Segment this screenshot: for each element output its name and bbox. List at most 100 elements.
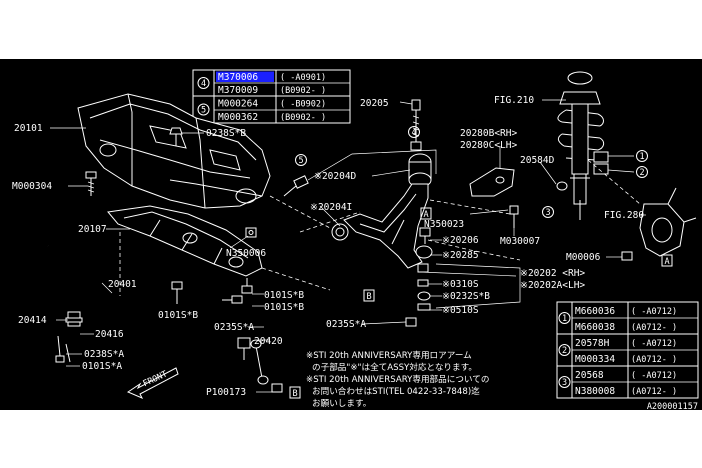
label-0101s-a[interactable]: 0101S*A (82, 361, 122, 372)
label-20584d[interactable]: 20584D (520, 155, 555, 166)
legend-range-m000362: (B0902- ) (280, 113, 326, 123)
bolt-m000304-icon (85, 171, 97, 196)
label-0238s-a[interactable]: 0238S*A (84, 349, 124, 360)
callout-circle-5: 5 (295, 154, 307, 166)
label-20280b[interactable]: 20280B<RH> (460, 128, 517, 139)
callout-circle-1: 1 (636, 150, 648, 162)
label-20416[interactable]: 20416 (95, 329, 124, 340)
label-20206[interactable]: ※20206 (442, 235, 479, 246)
label-20414[interactable]: 20414 (18, 315, 47, 326)
legend-range-n380008: (A0712- ) (631, 387, 677, 397)
legend-range-20568: ( -A0712) (631, 371, 677, 381)
label-20107[interactable]: 20107 (78, 224, 107, 235)
label-fig280[interactable]: FIG.280 (604, 210, 644, 221)
label-0101s-b-2[interactable]: 0101S*B (264, 302, 304, 313)
label-20280c[interactable]: 20280C<LH> (460, 140, 517, 151)
legend-part-m000264[interactable]: M000264 (218, 99, 258, 110)
circle-4-icon (197, 77, 210, 89)
legend-bottom-circle-2: 2 (562, 346, 567, 356)
legend-range-m370009: (B0902- ) (280, 86, 326, 96)
label-20401[interactable]: 20401 (108, 279, 137, 290)
legend-part-m000362[interactable]: M000362 (218, 112, 258, 123)
bolt-item5-icon (283, 175, 309, 197)
label-p100173[interactable]: P100173 (206, 387, 246, 398)
legend-range-m370006: ( -A0901) (280, 73, 326, 83)
label-0235s-a-2[interactable]: 0235S*A (326, 319, 366, 330)
bolts-left (85, 127, 309, 304)
label-0510s[interactable]: ※0510S (442, 305, 479, 316)
legend-range-m660038: (A0712- ) (631, 323, 677, 333)
legend-range-m000334: (A0712- ) (631, 355, 677, 365)
legend-top-circle-4: 4 (201, 79, 206, 89)
legend-range-20578h: ( -A0712) (631, 339, 677, 349)
legend-part-m000334[interactable]: M000334 (575, 354, 615, 365)
selected-part-highlight (216, 71, 274, 82)
label-0101s-b-3[interactable]: 0101S*B (158, 310, 198, 321)
label-0235s-a-1[interactable]: 0235S*A (214, 322, 254, 333)
legend-range-m660036: ( -A0712) (631, 307, 677, 317)
bracket-20280b-drawing (469, 167, 519, 228)
label-20202a[interactable]: ※20202A<LH> (520, 280, 585, 291)
ref-box-a-2: A (661, 254, 673, 267)
label-m000304[interactable]: M000304 (12, 181, 52, 192)
legend-part-m370006[interactable]: M370006 (218, 72, 258, 83)
notes-block: ※STI 20th ANNIVERSARY専用ロアアーム の子部品"※"は全てA… (306, 349, 489, 409)
label-20202[interactable]: ※20202 <RH> (520, 268, 585, 279)
bushing-20204d-icon (408, 153, 432, 188)
crossmember-drawing (77, 93, 271, 209)
legend-part-20578h[interactable]: 20578H (575, 338, 610, 349)
label-20205[interactable]: 20205 (360, 98, 389, 109)
circle-2-icon (558, 344, 571, 356)
label-0232s-b[interactable]: ※0232S*B (442, 291, 490, 302)
label-0310s[interactable]: ※0310S (442, 279, 479, 290)
ball-joint-drawing (405, 227, 433, 327)
ref-box-b-1-text: B (366, 292, 371, 302)
legend-part-m660038[interactable]: M660038 (575, 322, 615, 333)
label-20204d[interactable]: ※20204D (314, 171, 357, 182)
legend-part-m370009[interactable]: M370009 (218, 85, 258, 96)
legend-part-m660036[interactable]: M660036 (575, 306, 615, 317)
note-line-3: ※STI 20th ANNIVERSARY専用部品についての (306, 373, 489, 385)
stabilizer-link-drawing (237, 337, 283, 393)
bolt-0238s-b-icon (169, 127, 183, 146)
label-20285[interactable]: ※20285 (442, 250, 479, 261)
ref-box-b-2: B (289, 386, 301, 399)
callout-circle-3: 3 (542, 206, 554, 218)
label-n350023[interactable]: N350023 (424, 219, 464, 230)
legend-table-bottom: 1 2 3 M660036 ( -A0712) M660038 (A0712- … (556, 301, 699, 399)
ref-box-b-1: B (363, 289, 375, 302)
callout-circle-2: 2 (636, 166, 648, 178)
label-m030007[interactable]: M030007 (500, 236, 540, 247)
label-0101s-b-1[interactable]: 0101S*B (264, 290, 304, 301)
lower-bracket-drawing (107, 205, 263, 277)
bolt-0101s-b-icon (171, 281, 183, 304)
callout-3-text: 3 (545, 208, 550, 218)
strut-assembly-drawing (556, 71, 609, 220)
note-line-5: お願いします。 (312, 398, 371, 409)
label-m00006[interactable]: M00006 (566, 252, 601, 263)
legend-part-n380008[interactable]: N380008 (575, 386, 615, 397)
dashed-guides (119, 159, 641, 296)
legend-bottom-circle-3: 3 (562, 378, 567, 388)
label-fig210[interactable]: FIG.210 (494, 95, 534, 106)
bolt-0101s-b-2-icon (241, 278, 253, 294)
circle-5-icon (197, 103, 210, 116)
leader-lines (50, 99, 646, 393)
callout-5-text: 5 (298, 156, 303, 166)
note-line-1: ※STI 20th ANNIVERSARY専用ロアアーム (306, 349, 472, 361)
legend-part-20568[interactable]: 20568 (575, 370, 604, 381)
label-n350006[interactable]: N350006 (226, 248, 266, 259)
label-20420[interactable]: 20420 (254, 336, 283, 347)
circle-1-icon (558, 312, 571, 324)
front-arrow-icon (126, 367, 179, 399)
callout-4-text: 4 (411, 128, 416, 138)
ref-box-a-1-text: A (423, 210, 428, 220)
label-20204i[interactable]: ※20204I (310, 202, 352, 213)
label-0238s-b[interactable]: 0238S*B (206, 128, 246, 139)
label-20101[interactable]: 20101 (14, 123, 43, 134)
bolt-0101s-b-3-icon (222, 295, 243, 304)
ref-box-b-2-text: B (292, 389, 297, 399)
callout-circle-4: 4 (408, 126, 420, 138)
control-arm-group-outline (307, 149, 521, 309)
